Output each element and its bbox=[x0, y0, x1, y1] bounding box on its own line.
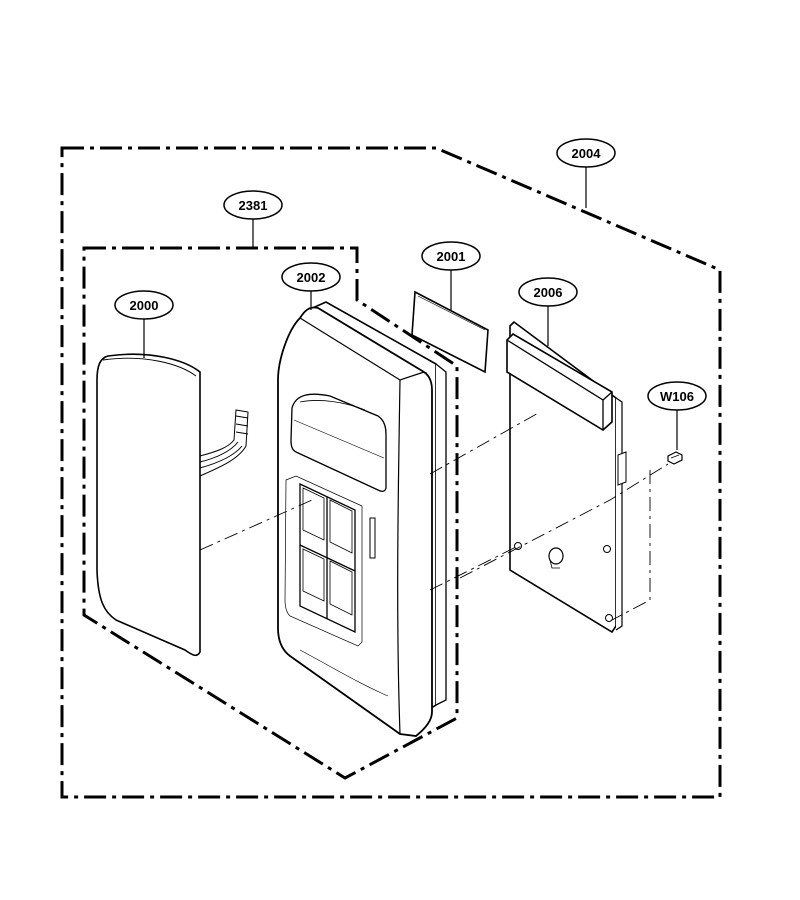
callout-label-W106: W106 bbox=[660, 389, 694, 404]
pcb-part bbox=[506, 320, 627, 634]
callout-label-2002: 2002 bbox=[297, 270, 326, 285]
callout-W106: W106 bbox=[647, 381, 707, 411]
front-glass-part bbox=[96, 353, 249, 657]
callout-2000: 2000 bbox=[114, 290, 174, 320]
callout-label-2381: 2381 bbox=[239, 198, 268, 213]
callout-label-2006: 2006 bbox=[534, 285, 563, 300]
callout-2004: 2004 bbox=[556, 138, 616, 168]
callout-2006: 2006 bbox=[518, 277, 578, 307]
callout-label-2004: 2004 bbox=[572, 146, 602, 161]
leader-lines bbox=[143, 167, 678, 450]
control-panel-frame-part bbox=[277, 301, 447, 737]
display-window-part bbox=[411, 290, 489, 374]
callout-label-2000: 2000 bbox=[130, 298, 159, 313]
callout-2001: 2001 bbox=[421, 241, 481, 271]
alignment-lines bbox=[199, 411, 669, 621]
callout-label-2001: 2001 bbox=[437, 249, 466, 264]
ribbon-cable bbox=[199, 409, 249, 477]
inner-assembly-boundary bbox=[82, 246, 459, 780]
callout-2002: 2002 bbox=[281, 262, 341, 292]
outer-assembly-boundary bbox=[60, 146, 722, 799]
keypad-grid bbox=[299, 482, 356, 634]
callout-2381: 2381 bbox=[223, 190, 283, 220]
screw-part bbox=[667, 451, 683, 465]
